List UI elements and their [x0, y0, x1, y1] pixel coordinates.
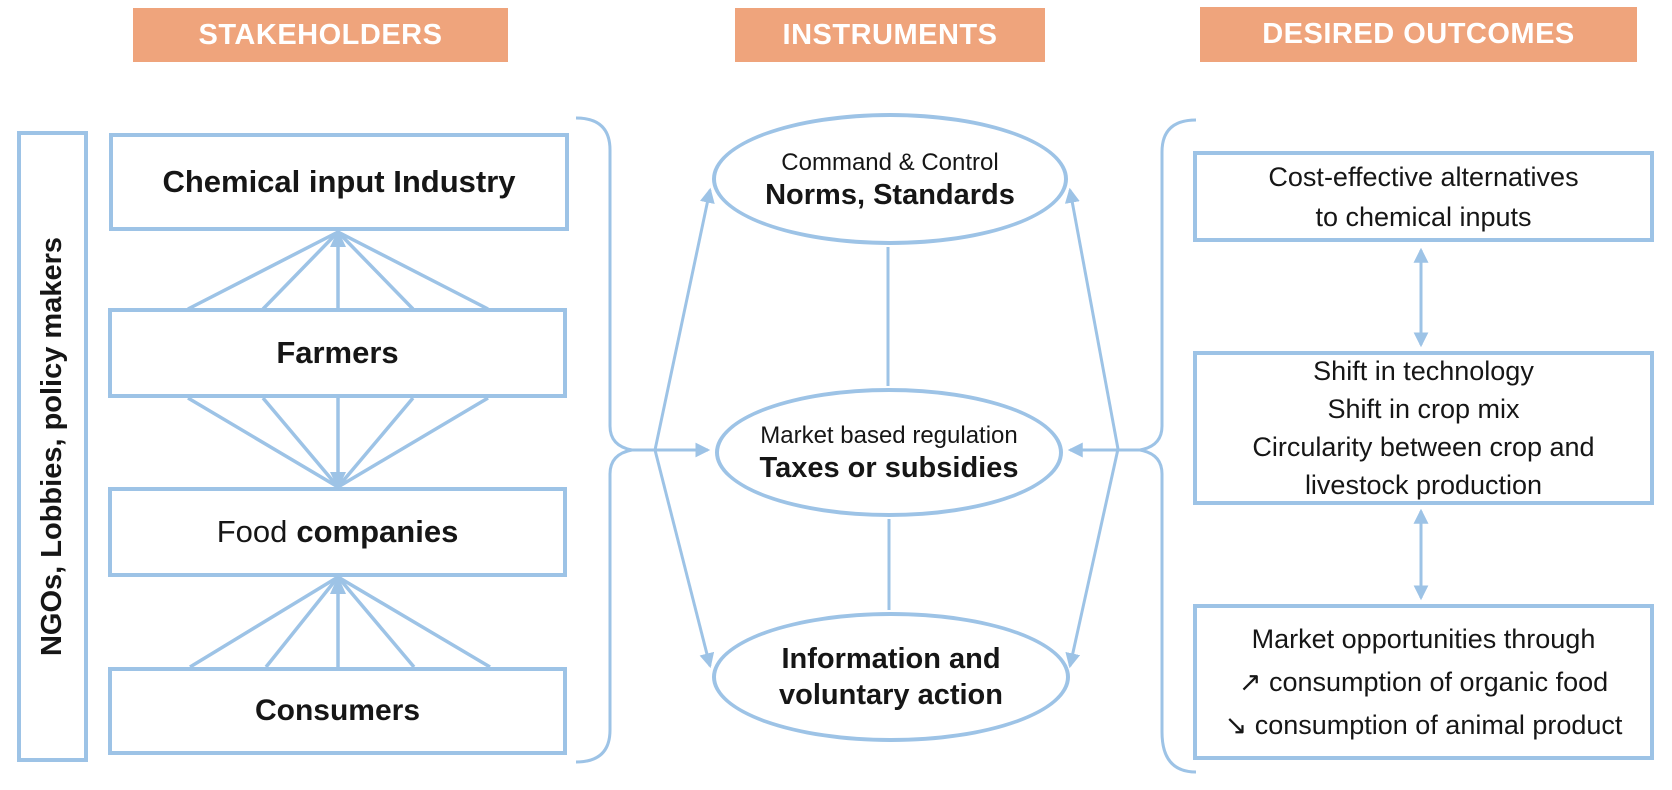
fan-chemical-farmers [187, 230, 489, 311]
command-control-subtitle: Command & Control [781, 148, 999, 176]
header-instruments: INSTRUMENTS [735, 8, 1045, 62]
box-food-companies-label-companies: companies [296, 514, 459, 549]
box-market-opportunities: Market opportunities through ↗ consumpti… [1193, 604, 1654, 760]
fan-arrowhead-up-chemical [330, 230, 346, 247]
box-food-companies: Food companies [108, 487, 567, 577]
shift-line4: livestock production [1304, 470, 1543, 500]
market-opportunities-line1: Market opportunities through [1251, 623, 1596, 654]
box-consumers-label: Consumers [254, 694, 421, 727]
header-stakeholders: STAKEHOLDERS [133, 8, 508, 62]
voluntary-action-label: voluntary action [779, 679, 1003, 711]
norms-standards-label: Norms, Standards [765, 178, 1015, 211]
cost-effective-line2: to chemical inputs [1315, 201, 1532, 232]
header-desired-outcomes: DESIRED OUTCOMES [1200, 7, 1637, 62]
box-food-companies-label-food: Food [216, 514, 288, 549]
fan-food-consumers [189, 575, 491, 669]
market-based-regulation-subtitle: Market based regulation [760, 422, 1018, 449]
market-opportunities-line3: ↘ consumption of animal product [1224, 709, 1623, 740]
ngos-lobbies-policy-makers-bar: NGOs, Lobbies, policy makers [17, 131, 88, 762]
right-arrows-to-instruments [1064, 187, 1140, 669]
box-shift-technology-crop-mix: Shift in technology Shift in crop mix Ci… [1193, 351, 1654, 505]
box-cost-effective-alternatives: Cost-effective alternatives to chemical … [1193, 151, 1654, 242]
left-arrows-to-instruments [632, 187, 715, 669]
shift-line1: Shift in technology [1313, 356, 1534, 386]
box-chemical-input-industry-label: Chemical input Industry [162, 164, 516, 199]
right-curly-brace [1139, 118, 1197, 774]
box-chemical-input-industry: Chemical input Industry [109, 133, 569, 231]
cost-effective-line1: Cost-effective alternatives [1268, 161, 1579, 192]
information-and-label: Information and [781, 643, 1001, 675]
ellipse-market-based-regulation: Market based regulation Taxes or subsidi… [715, 388, 1063, 517]
box-consumers: Consumers [108, 667, 567, 755]
ngos-lobbies-policy-makers-label: NGOs, Lobbies, policy makers [36, 236, 68, 657]
shift-line3: Circularity between crop and [1252, 432, 1595, 462]
ellipse-information-voluntary-action: Information and voluntary action [712, 612, 1070, 742]
ellipse-command-control: Command & Control Norms, Standards [712, 113, 1068, 245]
taxes-or-subsidies-label: Taxes or subsidies [759, 452, 1019, 484]
market-opportunities-line2: ↗ consumption of organic food [1238, 666, 1609, 697]
box-farmers-label: Farmers [276, 335, 399, 370]
shift-line2: Shift in crop mix [1327, 394, 1520, 424]
fan-arrowhead-up-food [330, 576, 346, 594]
fan-farmers-food [187, 396, 489, 489]
box-farmers: Farmers [108, 308, 567, 398]
left-curly-brace [575, 116, 633, 764]
